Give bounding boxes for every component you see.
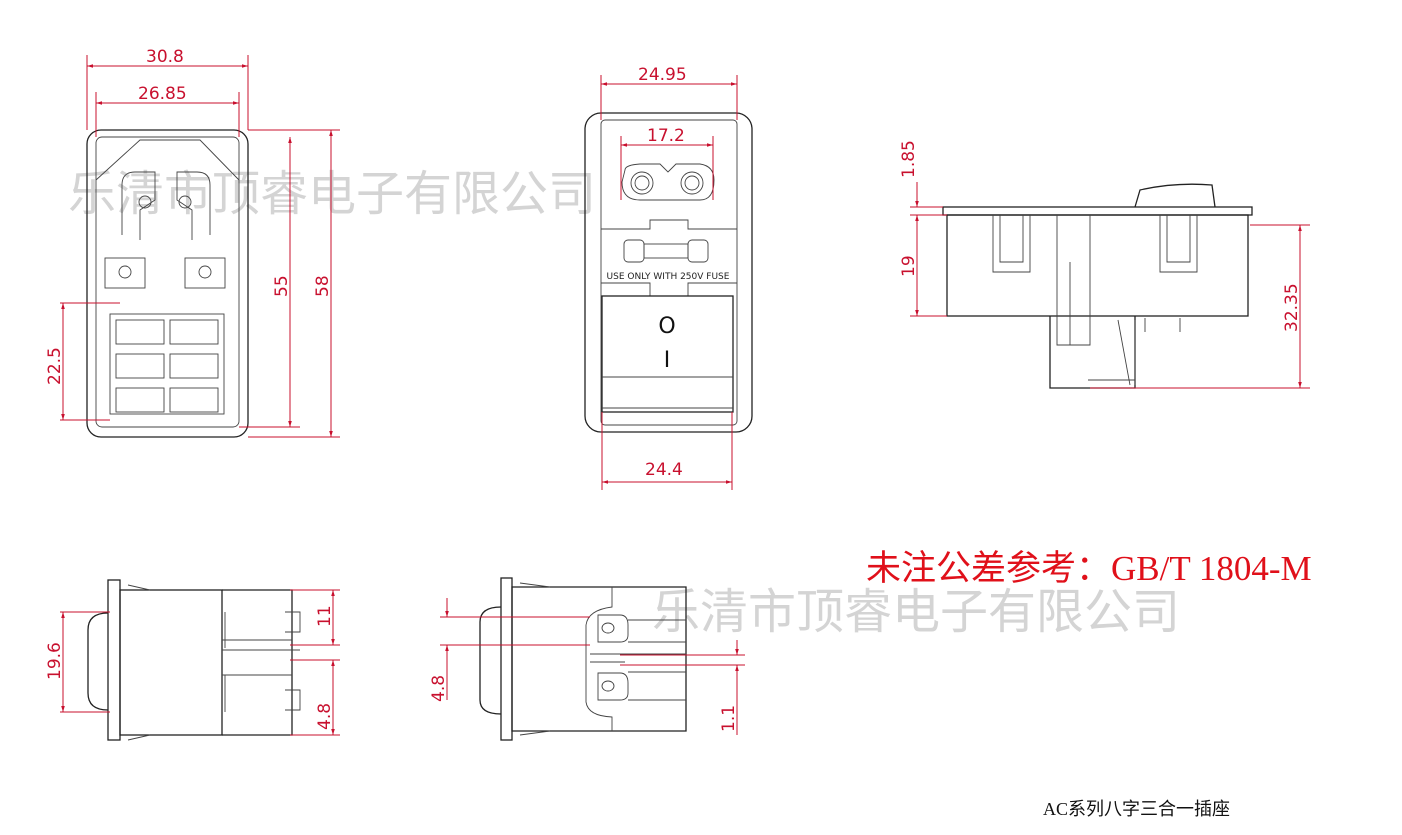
dim-4-8-mid: 4.8 [429, 675, 449, 702]
dim-19-6: 19.6 [45, 642, 65, 680]
dim-58: 58 [313, 275, 333, 297]
dim-1-85: 1.85 [899, 140, 919, 178]
front-view: USE ONLY WITH 250V FUSE O I 24.95 17.2 2… [584, 65, 753, 490]
back-view: 30.8 26.85 55 58 22.5 [45, 47, 340, 438]
switch-off-symbol: O [658, 314, 675, 339]
dim-24-95: 24.95 [638, 65, 687, 85]
dim-55: 55 [272, 275, 292, 297]
watermark-top: 乐清市顶睿电子有限公司 [68, 166, 596, 222]
dim-17-2: 17.2 [647, 126, 685, 146]
dim-24-4: 24.4 [645, 460, 683, 480]
watermark-bottom: 乐清市顶睿电子有限公司 [652, 584, 1180, 640]
side-view: 1.85 19 32.35 [899, 140, 1310, 389]
tolerance-note: 未注公差参考：GB/T 1804-M [866, 549, 1312, 588]
bottom-mid-view: 4.8 1.1 [429, 577, 745, 741]
dim-32-35: 32.35 [1282, 283, 1302, 332]
fuse-label: USE ONLY WITH 250V FUSE [607, 272, 730, 282]
dim-30-8: 30.8 [146, 47, 184, 67]
drawing-caption: AC系列八字三合一插座 [1043, 799, 1231, 819]
dim-26-85: 26.85 [138, 84, 187, 104]
dim-1-1: 1.1 [719, 705, 739, 732]
dim-11: 11 [315, 605, 335, 627]
dim-22-5: 22.5 [45, 347, 65, 385]
bottom-left-view: 19.6 11 4.8 [45, 579, 340, 741]
dim-19: 19 [899, 255, 919, 277]
dim-4-8-left: 4.8 [315, 703, 335, 730]
switch-on-symbol: I [664, 348, 671, 373]
